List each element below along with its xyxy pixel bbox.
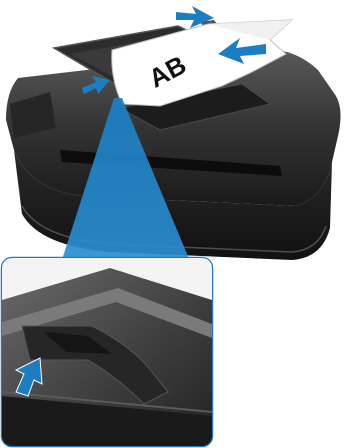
inset-zoom bbox=[2, 258, 212, 446]
